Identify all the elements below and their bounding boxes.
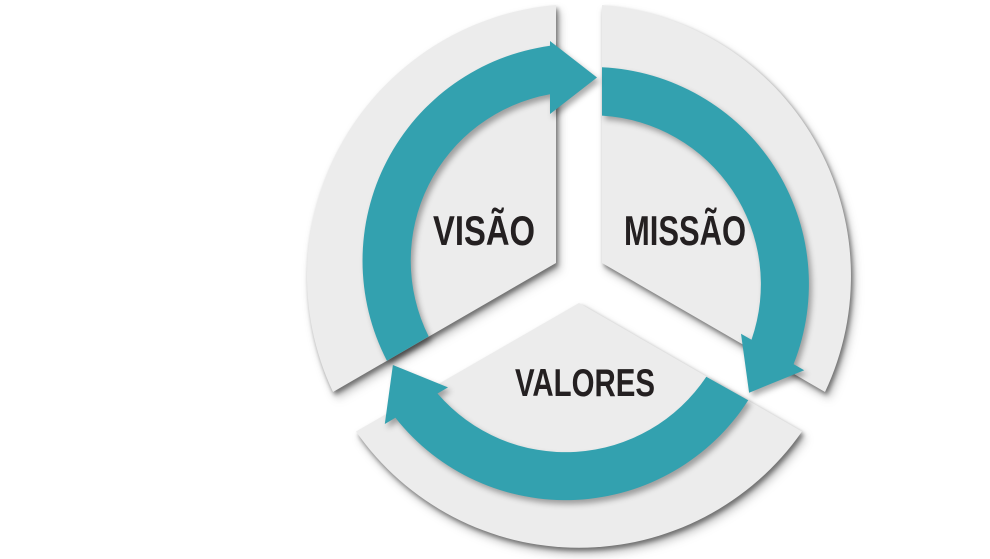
label-visao: VISÃO [433, 207, 535, 254]
arrow-missao-to-valores [602, 67, 809, 393]
arrow-visao-to-missao [362, 41, 597, 361]
label-missao: MISSÃO [624, 207, 746, 254]
segment-valores [356, 303, 802, 548]
label-valores: VALORES [515, 362, 655, 405]
arrow-valores-to-visao [384, 365, 749, 501]
